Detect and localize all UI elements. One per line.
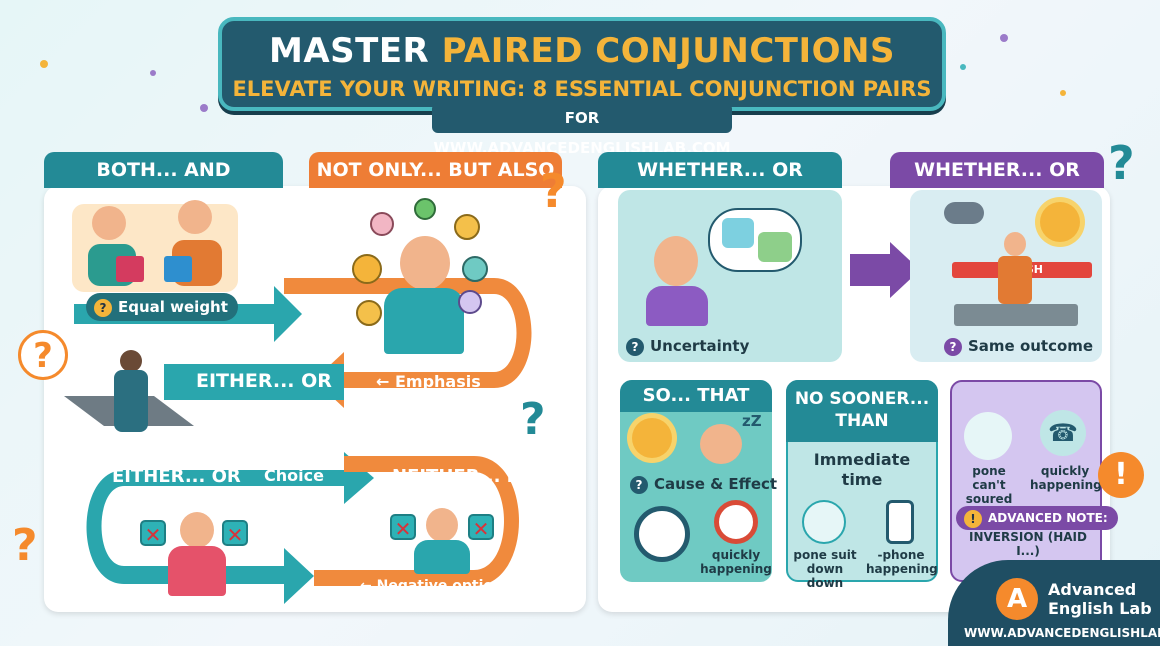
man-smiling-avatar <box>400 236 450 290</box>
page-subtitle: ELEVATE YOUR WRITING: 8 ESSENTIAL CONJUN… <box>232 77 932 101</box>
track <box>954 304 1078 326</box>
man-avatar <box>178 200 212 234</box>
sun-icon <box>632 418 672 458</box>
woman-shirt <box>414 540 470 574</box>
tab-whether-or-not: WHETHER... OR NOT <box>890 152 1104 217</box>
thumbs-up-icon <box>454 214 480 240</box>
tab-both-and: BOTH... AND <box>44 152 283 188</box>
either-or-label: EITHER... OR <box>196 370 332 392</box>
brand-name-line1: Advanced <box>1048 580 1137 599</box>
no-sooner-title: NO SOONER... THAN <box>794 389 930 431</box>
purple-caption-1: pone can't soured <box>965 464 1013 506</box>
flow-arrow-orange <box>284 278 532 408</box>
emphasis-label: ← Emphasis <box>376 372 481 391</box>
decor-dot <box>40 60 48 68</box>
choice-label: Choice <box>264 466 324 485</box>
decor-dot <box>960 64 966 70</box>
no-sooner-caption-2: -phone happening <box>866 548 938 576</box>
phone-icon <box>886 500 914 544</box>
brand-url-link[interactable]: WWW.ADVANCEDENGLISHLAB.COM <box>964 626 1160 640</box>
cause-effect-label: ?Cause & Effect <box>622 470 787 498</box>
man-shirt <box>384 288 464 354</box>
x-option-icon: ✕ <box>222 520 248 547</box>
page-title: MASTER PAIRED CONJUNCTIONS <box>269 31 895 71</box>
woman-shrug-avatar <box>180 512 214 548</box>
stopwatch-icon <box>634 506 690 562</box>
emoji-heart-eyes-icon <box>352 254 382 284</box>
same-outcome-label: ?Same outcome <box>936 332 1103 360</box>
gift-icon <box>164 256 192 282</box>
negative-options-label: ← Negative options <box>360 578 512 594</box>
equal-weight-label: ?Equal weight <box>86 293 238 321</box>
decor-dot <box>1060 90 1066 96</box>
runner-avatar <box>1004 232 1026 256</box>
flow-loop-orange <box>314 456 519 586</box>
no-sooner-header <box>786 380 938 442</box>
woman-shirt <box>168 546 226 596</box>
uncertainty-label: ?Uncertainty <box>618 332 759 360</box>
question-mark-icon: ? <box>12 520 38 571</box>
clock-icon <box>714 500 758 544</box>
decor-dot <box>200 104 208 112</box>
brand-logo-icon: A <box>996 578 1038 620</box>
question-mark-icon: ? <box>520 394 546 445</box>
exclamation-icon: ! <box>1098 452 1144 498</box>
brand-name-line2: English Lab <box>1048 599 1152 618</box>
x-option-icon: ✕ <box>140 520 166 547</box>
purple-caption-2: quickly happening <box>1030 464 1102 492</box>
person-seated-icon <box>964 412 1012 460</box>
gift-icon <box>116 256 144 282</box>
x-option-icon: ✕ <box>468 514 494 541</box>
flow-loop-teal <box>86 452 374 604</box>
no-sooner-caption-1: pone suit down down <box>793 548 857 590</box>
neither-nor-label: NEITHER... NOR <box>392 466 551 487</box>
immediate-time-label: Immediate time <box>813 450 911 489</box>
question-mark-icon: ? <box>944 337 962 356</box>
advanced-note-title: !ADVANCED NOTE: <box>956 506 1118 530</box>
thinking-man-avatar <box>654 236 698 286</box>
decor-dot <box>150 70 156 76</box>
checkmark-icon <box>414 198 436 220</box>
header-banner: MASTER PAIRED CONJUNCTIONS ELEVATE YOUR … <box>218 17 946 111</box>
decor-dot <box>1000 34 1008 42</box>
runner-body <box>998 256 1032 304</box>
tab-not-only-but-also: NOT ONLY... BUT ALSO <box>309 152 562 188</box>
person-at-crossroads <box>120 350 142 372</box>
person-seated-icon <box>802 500 846 544</box>
question-mark-icon: ? <box>630 475 648 494</box>
phone-icon: ☎ <box>1040 410 1086 456</box>
woman-avatar <box>92 206 126 240</box>
question-mark-icon: ? <box>626 337 644 356</box>
man-shirt <box>646 286 708 326</box>
question-mark-icon: ? <box>18 330 68 380</box>
woman-shrug-avatar <box>426 508 458 542</box>
flow-band-teal <box>164 364 344 400</box>
either-or-choice-label: EITHER... OR <box>112 466 241 487</box>
thumbs-up-icon <box>458 290 482 314</box>
mountain-icon <box>758 232 792 262</box>
x-option-icon: ✕ <box>390 514 416 541</box>
so-that-caption: quickly happening <box>700 548 772 576</box>
sun-icon <box>1040 202 1080 242</box>
emoji-icon <box>356 300 382 326</box>
emoji-icon <box>462 256 488 282</box>
brand-footer <box>948 560 1160 646</box>
speech-bubble-icon <box>370 212 394 236</box>
sleepy-avatar <box>700 424 742 464</box>
tab-whether-or: WHETHER... OR <box>598 152 842 188</box>
person-body <box>114 370 148 432</box>
advanced-note-text: INVERSION (HAID I...) <box>968 530 1087 558</box>
header-url: FOR WWW.ADVANCEDENGLISHLAB.COM <box>432 103 732 157</box>
cloud-rain-icon <box>944 202 984 224</box>
so-that-title: SO... THAT <box>620 380 772 412</box>
sleep-icon: zZ <box>742 412 762 430</box>
beach-icon <box>722 218 754 248</box>
question-mark-icon: ? <box>540 164 567 218</box>
question-mark-icon: ? <box>1108 136 1135 190</box>
question-mark-icon: ? <box>94 298 112 317</box>
exclamation-icon: ! <box>964 509 982 528</box>
arrow-icon <box>850 242 920 298</box>
